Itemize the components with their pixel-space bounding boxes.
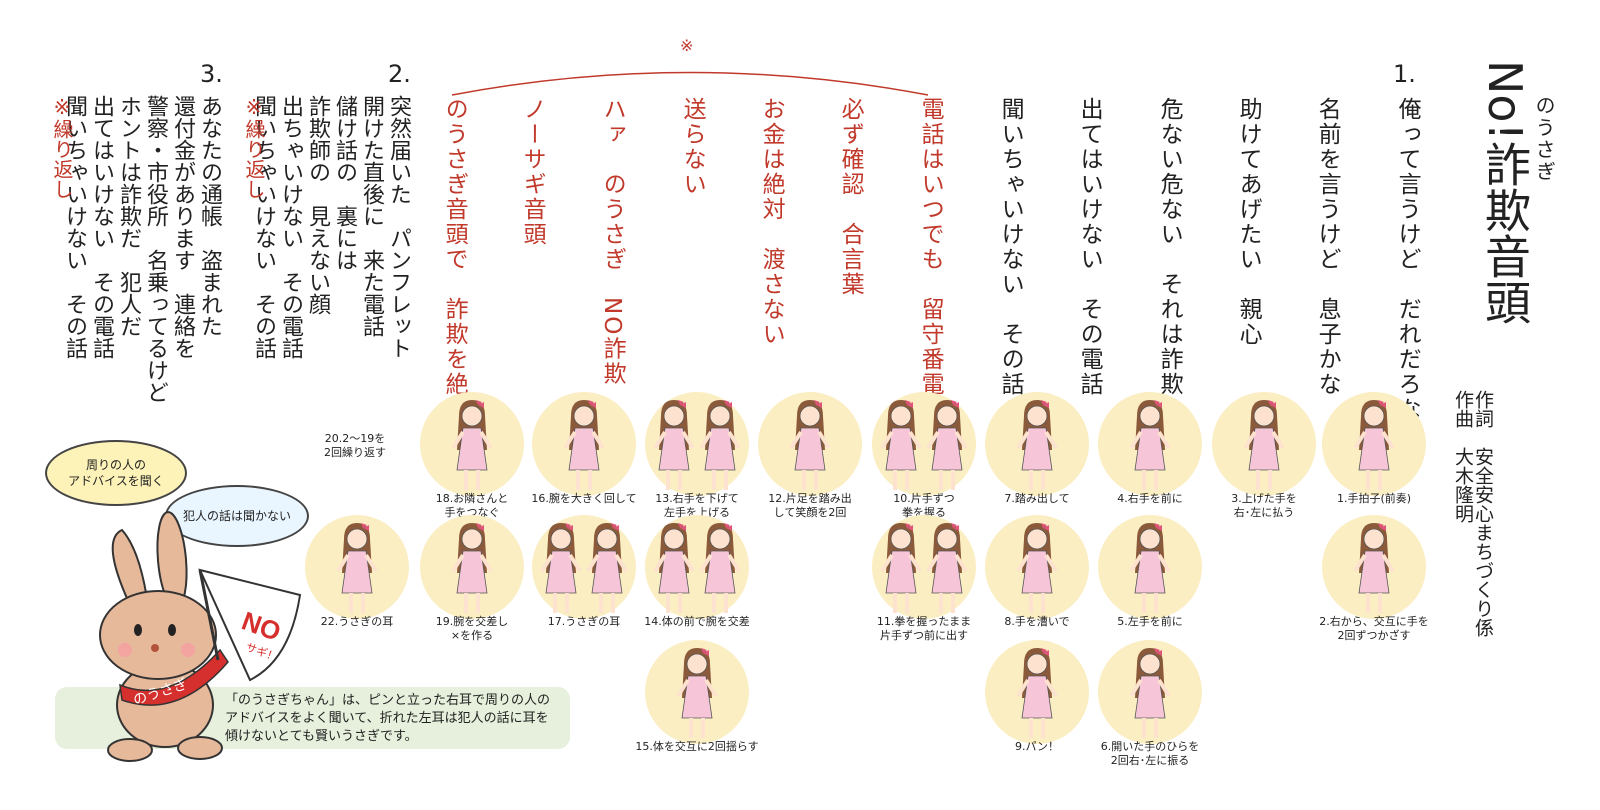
page-title: No!詐欺音頭 [1478, 60, 1532, 325]
move-caption-m11: 11.拳を握ったまま 片手ずつ前に出す [876, 615, 972, 642]
dancer-figure [1243, 400, 1285, 490]
move-caption-m3: 3.上げた手を 右･左に払う [1231, 492, 1297, 519]
move-circle-m19 [420, 515, 524, 619]
stanza3-line-4: ホントは詐欺だ 犯人だ [116, 95, 141, 337]
dancer-figure [451, 523, 493, 613]
nousagi-mascot: NO サギ！ のうさぎ [99, 511, 302, 762]
stanza2-line-4: 詐欺師の 見えない顔 [305, 95, 330, 315]
stanza2-number: 2. [388, 60, 411, 88]
dancer-figure [1129, 648, 1171, 738]
stanza3-line-6: 聞いちゃいけない その話 [62, 95, 87, 359]
dancer-figure [1016, 648, 1058, 738]
stanza1-line-3: 助けてあげたい 親心 [1235, 97, 1262, 347]
move-caption-m12: 12.片足を踏み出 して笑顔を2回 [768, 492, 852, 519]
move-caption-m17: 17.うさぎの耳 [547, 615, 621, 628]
move-circle-m15 [645, 640, 749, 744]
move-caption-m5: 5.左手を前に [1117, 615, 1183, 628]
move-circle-m4 [1098, 392, 1202, 496]
move-circle-m22 [305, 515, 409, 619]
note-text: 「のうさぎちゃん」は、ピンと立った右耳で周りの人のアドバイスをよく聞いて、折れた… [225, 693, 551, 744]
stanza1-line-1: 俺って言うけど だれだろな [1394, 97, 1421, 422]
move-circle-m10 [872, 392, 976, 496]
move-caption-m7: 7.踏み出して [1004, 492, 1070, 505]
move-circle-m7 [985, 392, 1089, 496]
dancer-figure [1353, 523, 1395, 613]
move-circle-m11 [872, 515, 976, 619]
stanza1-line-4: 危ない危ない それは詐欺 [1156, 97, 1183, 397]
repeat-note: 20.2～19を 2回繰り返す [324, 432, 386, 459]
stanza1-line-5: 出てはいけない その電話 [1076, 97, 1103, 397]
chorus-line-5: ハァ のうさぎ NO詐欺 [599, 97, 626, 387]
lyrics-credit: 作詞 安全安心まちづくり係 [1472, 390, 1494, 637]
dancer-figure [1129, 523, 1171, 613]
stanza3-number: 3. [200, 60, 223, 88]
stanza3-repeat: ※繰り返し [50, 95, 74, 199]
move-circle-m18 [420, 392, 524, 496]
move-caption-m2: 2.右から、交互に手を 2回ずつかざす [1319, 615, 1429, 642]
dancer-figure [880, 523, 968, 613]
dancer-figure [880, 400, 968, 490]
move-circle-m9 [985, 640, 1089, 744]
chorus-line-7: のうさぎ音頭で 詐欺を絶つ [441, 97, 468, 422]
dancer-figure [653, 523, 741, 613]
dancer-figure [653, 400, 741, 490]
stanza2-line-1: 突然届いた パンフレット [386, 95, 411, 359]
move-circle-m5 [1098, 515, 1202, 619]
stanza1-number: 1. [1393, 60, 1416, 88]
chorus-bracket [451, 71, 929, 96]
move-circle-m6 [1098, 640, 1202, 744]
move-caption-m16: 16.腕を大きく回して [531, 492, 637, 505]
move-caption-m19: 19.腕を交差し ×を作る [435, 615, 509, 642]
stanza1-line-6: 聞いちゃいけない その話 [997, 97, 1024, 397]
chorus-line-3: お金は絶対 渡さない [758, 97, 785, 347]
dancer-figure [1129, 400, 1171, 490]
stanza1-line-2: 名前を言うけど 息子かな [1314, 97, 1341, 397]
title-ruby: のうさぎ [1532, 95, 1556, 183]
stanza2-line-6: 聞いちゃいけない その話 [251, 95, 276, 359]
move-circle-m1 [1322, 392, 1426, 496]
move-caption-m18: 18.お隣さんと 手をつなぐ [435, 492, 509, 519]
chorus-line-6: ノーサギ音頭 [519, 97, 546, 247]
move-caption-m4: 4.右手を前に [1117, 492, 1183, 505]
dancer-figure [451, 400, 493, 490]
stanza3-line-3: 警察・市役所 名乗ってるけど [143, 95, 168, 403]
stanza2-repeat: ※繰り返し [242, 95, 266, 199]
move-caption-m6: 6.開いた手のひらを 2回右･左に振る [1100, 740, 1200, 767]
dancer-figure [1016, 523, 1058, 613]
move-caption-m22: 22.うさぎの耳 [320, 615, 394, 628]
move-circle-m17 [532, 515, 636, 619]
chorus-line-4: 送らない [679, 97, 706, 197]
move-caption-m1: 1.手拍子(前奏) [1336, 492, 1412, 505]
move-circle-m13 [645, 392, 749, 496]
stanza3-line-5: 出てはいけない その電話 [89, 95, 114, 359]
stanza3-line-2: 還付金があります 連絡を [170, 95, 195, 359]
move-caption-m13: 13.右手を下げて 左手を上げる [655, 492, 739, 519]
dancer-figure [540, 523, 628, 613]
stanza2-line-3: 儲け話の 裏には [332, 95, 357, 271]
move-circle-m3 [1212, 392, 1316, 496]
dancer-figure [1016, 400, 1058, 490]
move-caption-m14: 14.体の前で腕を交差 [644, 615, 750, 628]
dancer-figure [1353, 400, 1395, 490]
chorus-line-2: 必ず確認 合言葉 [837, 97, 864, 297]
dancer-figure [676, 648, 718, 738]
dancer-figure [789, 400, 831, 490]
speech-bubble-advice: 周りの人の アドバイスを聞く [45, 440, 187, 506]
move-caption-m8: 8.手を漕いで [1004, 615, 1070, 628]
stanza3-line-1: あなたの通帳 盗まれた [197, 95, 222, 337]
move-circle-m14 [645, 515, 749, 619]
move-circle-m16 [532, 392, 636, 496]
dancer-figure [336, 523, 378, 613]
move-circle-m2 [1322, 515, 1426, 619]
stanza2-line-2: 開けた直後に 来た電話 [359, 95, 384, 337]
move-caption-m15: 15.体を交互に2回揺らす [635, 740, 759, 753]
chorus-line-1: 電話はいつでも 留守番電話 [917, 97, 944, 422]
dancer-figure [563, 400, 605, 490]
chorus-mark: ※ [680, 36, 694, 55]
stanza2-line-5: 出ちゃいけない その電話 [278, 95, 303, 359]
move-circle-m8 [985, 515, 1089, 619]
music-credit: 作曲 大木隆明 [1452, 390, 1474, 523]
move-circle-m12 [758, 392, 862, 496]
move-caption-m9: 9.パン！ [1014, 740, 1060, 753]
